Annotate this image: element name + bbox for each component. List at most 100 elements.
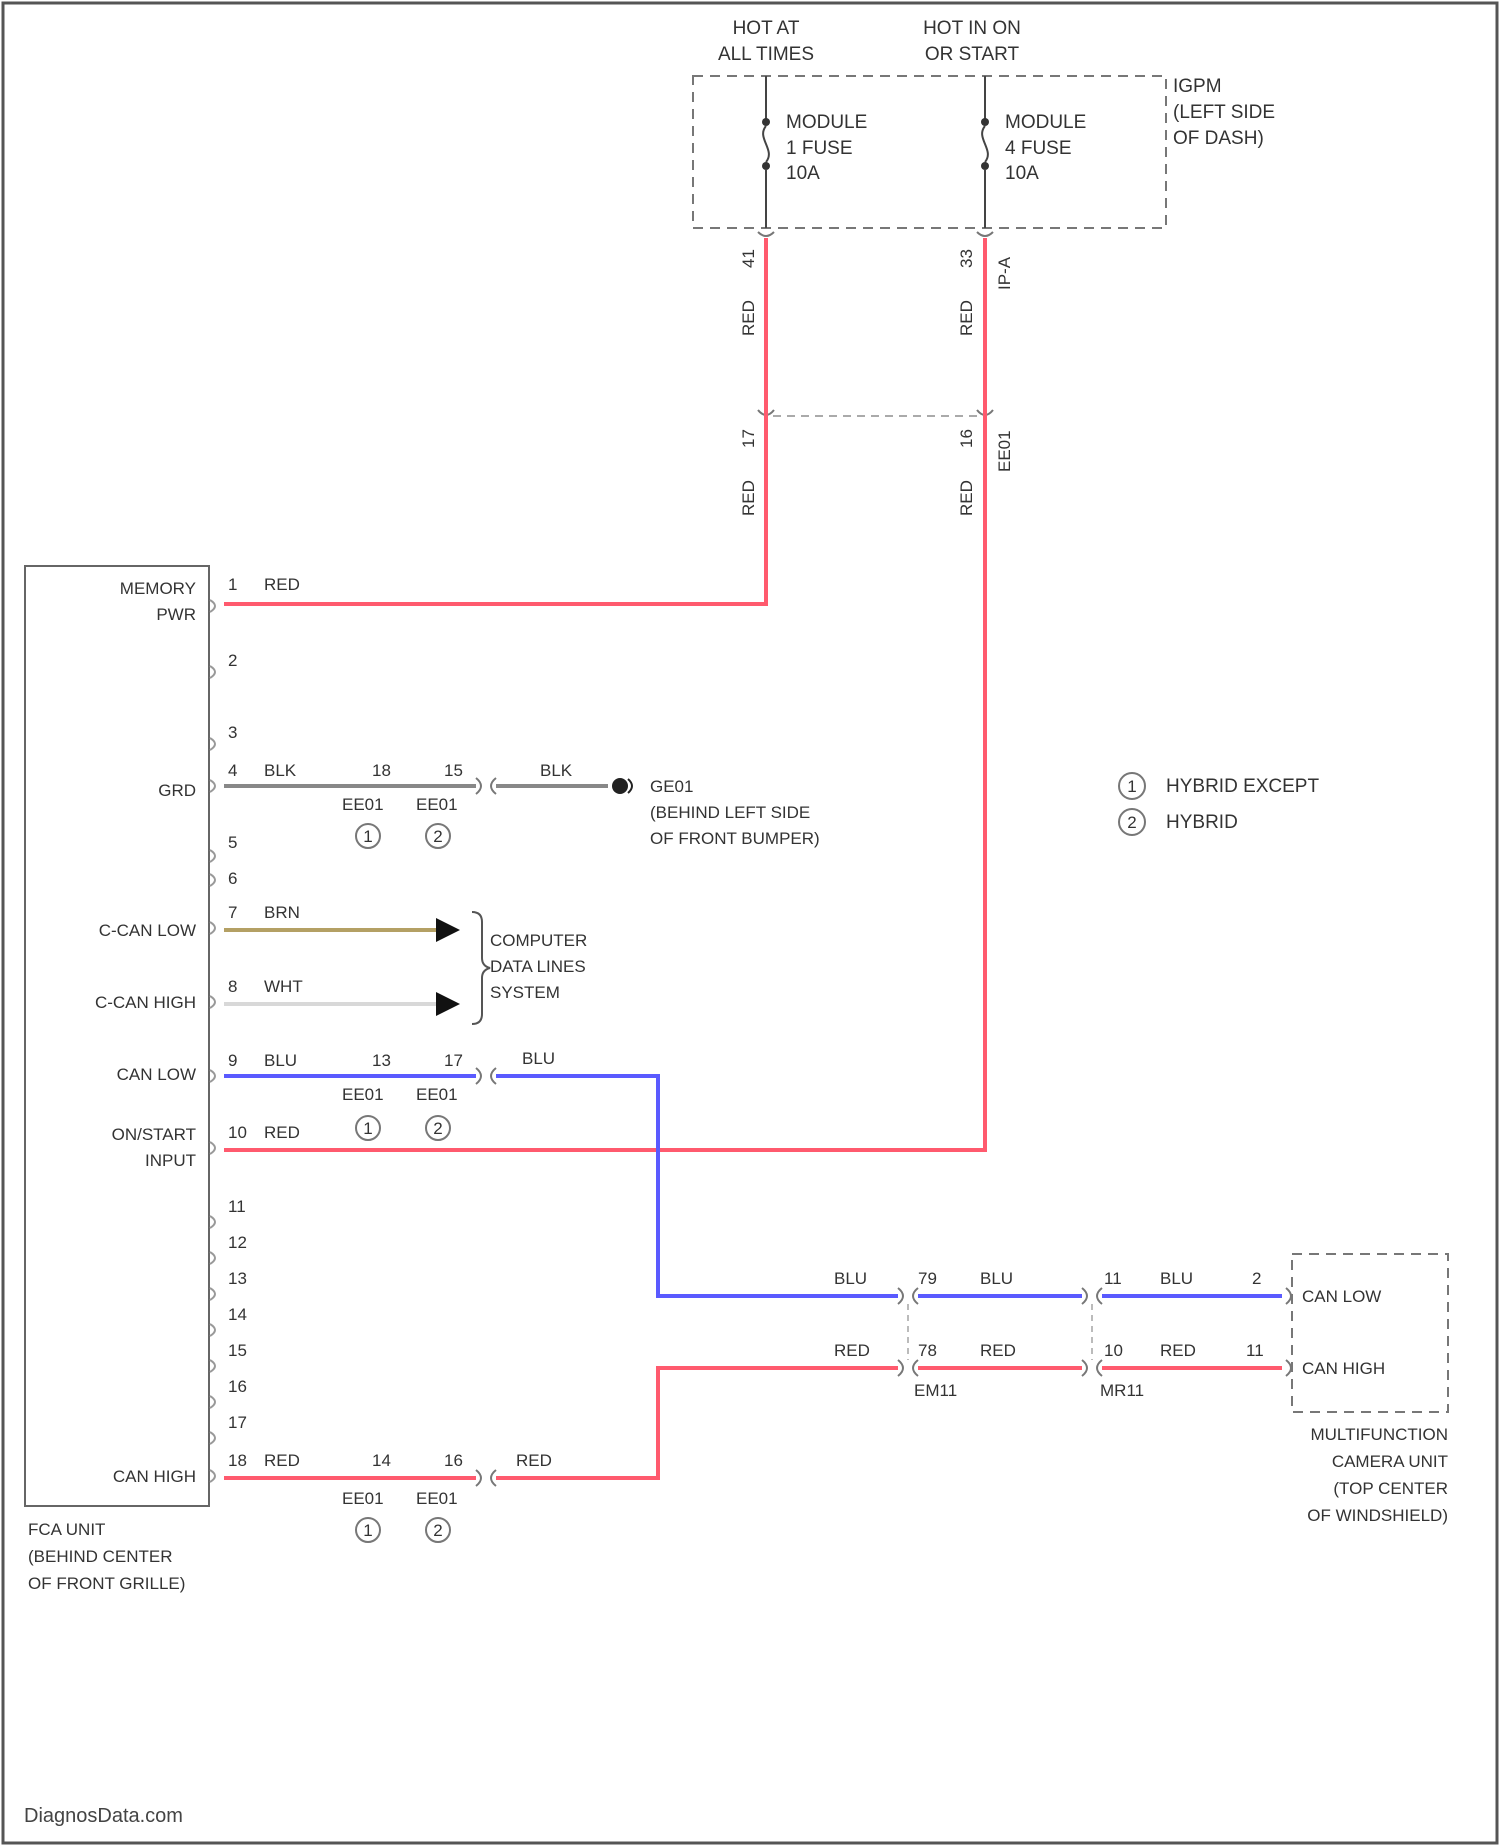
grd-conn-a-pin: 18 [372,761,391,780]
data-lines-3: SYSTEM [490,983,560,1002]
canl-conn-a: EE01 [342,1085,384,1104]
ground-name: GE01 [650,777,693,796]
fca-label-ccan-low: C-CAN LOW [99,921,196,940]
camera-name-4: OF WINDSHIELD) [1307,1506,1448,1525]
pin-number-4: 4 [228,761,237,780]
data-lines-bracket [472,912,490,1024]
fuse1-label-1: MODULE [786,112,867,133]
hot-in-on-line1: HOT IN ON [923,18,1021,39]
hot-in-on-line2: OR START [925,44,1020,65]
fca-label-onstart-2: INPUT [145,1151,196,1170]
canh-badge-a-num: 1 [363,1521,372,1540]
fuse2-label-3: 10A [1005,163,1039,184]
pin-ipa-label: IP-A [995,256,1014,290]
canl-conn-b: EE01 [416,1085,458,1104]
ground-symbol-icon [612,778,628,794]
canh-conn-b-pin: 16 [444,1451,463,1470]
igpm-label-1: IGPM [1173,76,1222,97]
fca-name-3: OF FRONT GRILLE) [28,1574,185,1593]
pin-number-6: 6 [228,869,237,888]
data-lines-1: COMPUTER [490,931,587,950]
wire-label-red-1: RED [739,300,758,336]
fca-name-1: FCA UNIT [28,1520,105,1539]
fuse2-dot-bottom [981,162,989,170]
canl-conn-a-pin: 13 [372,1051,391,1070]
fuse1-dot-bottom [762,162,770,170]
pin-number-14: 14 [228,1305,247,1324]
pin-number-3: 3 [228,723,237,742]
connector-canl [476,1068,481,1084]
fuse1-label-2: 1 FUSE [786,138,853,159]
pin-number-10: 10 [228,1123,247,1142]
pin-number-11: 11 [228,1197,246,1216]
wire-label-blk-1: BLK [264,761,297,780]
pin-number-15: 15 [228,1341,247,1360]
hot-at-all-times-line2: ALL TIMES [718,44,814,65]
wire-label-red-canh-2: RED [516,1451,552,1470]
pin-number-2: 2 [228,651,237,670]
wire-label-red-5: RED [834,1341,870,1360]
wire-label-red-3: RED [739,480,758,516]
fca-pin-stubs [210,600,215,1482]
canh-conn-b: EE01 [416,1489,458,1508]
wire-label-red-2: RED [957,300,976,336]
cam-conn-1: EM11 [914,1381,957,1400]
ground-desc-1: (BEHIND LEFT SIDE [650,803,810,822]
fuse2-dot-top [981,118,989,126]
canh-badge-b-num: 2 [433,1521,442,1540]
cam-high-pin-c: 11 [1246,1341,1264,1360]
cam-low-pin-a: 79 [918,1269,937,1288]
wire-label-brn: BRN [264,903,300,922]
wire-label-red-6: RED [980,1341,1016,1360]
fca-unit-box [25,566,209,1506]
legend-hybrid: HYBRID [1166,812,1238,833]
ground-desc-2: OF FRONT BUMPER) [650,829,820,848]
cam-conn-2: MR11 [1100,1381,1144,1400]
wire-label-pin1: RED [264,575,300,594]
wire-label-blu-4: BLU [980,1269,1013,1288]
igpm-label-2: (LEFT SIDE [1173,102,1275,123]
hot-at-all-times-line1: HOT AT [733,18,800,39]
fca-label-ccan-high: C-CAN HIGH [95,993,196,1012]
legend-hybrid-except: HYBRID EXCEPT [1166,776,1319,797]
pin-16-label: 16 [957,429,976,448]
camera-name-1: MULTIFUNCTION [1310,1425,1448,1444]
pin-number-12: 12 [228,1233,247,1252]
igpm-box [693,76,1166,228]
pin-number-16: 16 [228,1377,247,1396]
fca-label-can-low: CAN LOW [117,1065,196,1084]
wire-memory-pwr [224,238,766,604]
canh-conn-a: EE01 [342,1489,384,1508]
wire-can-high-b [496,1368,898,1478]
connector-cam-2 [1082,1288,1087,1304]
connector-top-left [758,232,774,236]
cam-high-pin-b: 10 [1104,1341,1123,1360]
fuse1-label-3: 10A [786,163,820,184]
legend-sym-b: 2 [1127,813,1136,832]
wire-label-red-4: RED [957,480,976,516]
canl-badge-b-num: 2 [433,1119,442,1138]
pin-number-7: 7 [228,903,237,922]
fca-label-can-high: CAN HIGH [113,1467,196,1486]
pin-number-9: 9 [228,1051,237,1070]
wire-label-red-canh-1: RED [264,1451,300,1470]
wire-label-blu-3: BLU [834,1269,867,1288]
wire-label-blu-2: BLU [522,1049,555,1068]
camera-unit-box [1292,1254,1448,1412]
fuse2-label-1: MODULE [1005,112,1086,133]
fca-name-2: (BEHIND CENTER [28,1547,173,1566]
canl-conn-b-pin: 17 [444,1051,463,1070]
fuse1-dot-top [762,118,770,126]
canh-conn-a-pin: 14 [372,1451,391,1470]
pin-number-13: 13 [228,1269,247,1288]
cam-low-pin-b: 11 [1104,1269,1122,1288]
mid-connector-label: EE01 [995,430,1014,472]
connector-top-right [977,232,993,236]
canl-badge-a-num: 1 [363,1119,372,1138]
wire-label-blu-5: BLU [1160,1269,1193,1288]
fca-label-memory-1: MEMORY [120,579,196,598]
cam-high-pin-a: 78 [918,1341,937,1360]
wire-onstart [224,238,985,1150]
pin-number-5: 5 [228,833,237,852]
